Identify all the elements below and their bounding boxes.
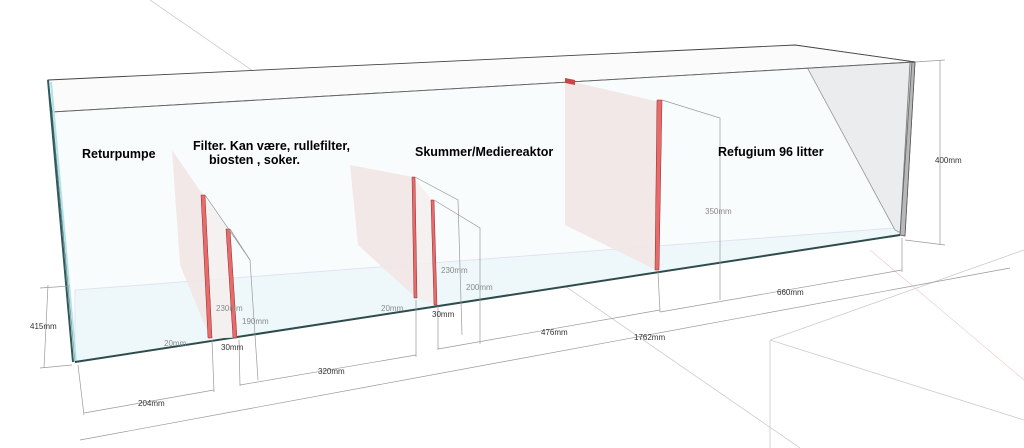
skimmer-baffle-2[interactable] (430, 199, 438, 306)
label-returpumpe: Returpumpe (82, 147, 156, 161)
dim-filter-baffle1-height: 230mm (216, 304, 243, 313)
label-skummer: Skummer/Mediereaktor (415, 145, 553, 159)
dim-total-length: 1762mm (634, 333, 665, 342)
dimension-lines (39, 59, 1011, 441)
label-filter-line1: Filter. Kan være, rullefilter, (193, 139, 350, 153)
filter-baffles[interactable] (172, 150, 259, 381)
dim-skimmer-baffle1-height: 230mm (441, 266, 468, 275)
filter-baffle-1[interactable] (200, 194, 213, 339)
dim-filter-gap1: 20mm (164, 339, 187, 348)
label-refugium: Refugium 96 litter (718, 145, 824, 159)
dim-section3-width: 476mm (541, 328, 568, 337)
dim-height-left: 415mm (30, 322, 57, 331)
dim-section1-width: 204mm (138, 399, 165, 408)
dim-filter-baffle2-height: 190mm (242, 317, 269, 326)
dim-filter-gap2: 30mm (221, 343, 244, 352)
dim-skimmer-gap2: 30mm (432, 310, 455, 319)
dim-section2-width: 320mm (318, 367, 345, 376)
skimmer-baffles[interactable] (350, 165, 481, 344)
refugium-baffle[interactable] (654, 99, 663, 271)
label-filter-line2: biosten , soker. (209, 153, 300, 167)
dim-refugium-baffle-height: 350mm (705, 207, 732, 216)
dim-skimmer-gap1: 20mm (381, 304, 404, 313)
dim-height-right: 400mm (935, 156, 962, 165)
dim-skimmer-baffle2-height: 200mm (466, 283, 493, 292)
refugium-baffle-group[interactable] (565, 78, 721, 300)
dim-refugium-width: 660mm (777, 288, 804, 297)
skimmer-baffle-1[interactable] (411, 176, 418, 299)
